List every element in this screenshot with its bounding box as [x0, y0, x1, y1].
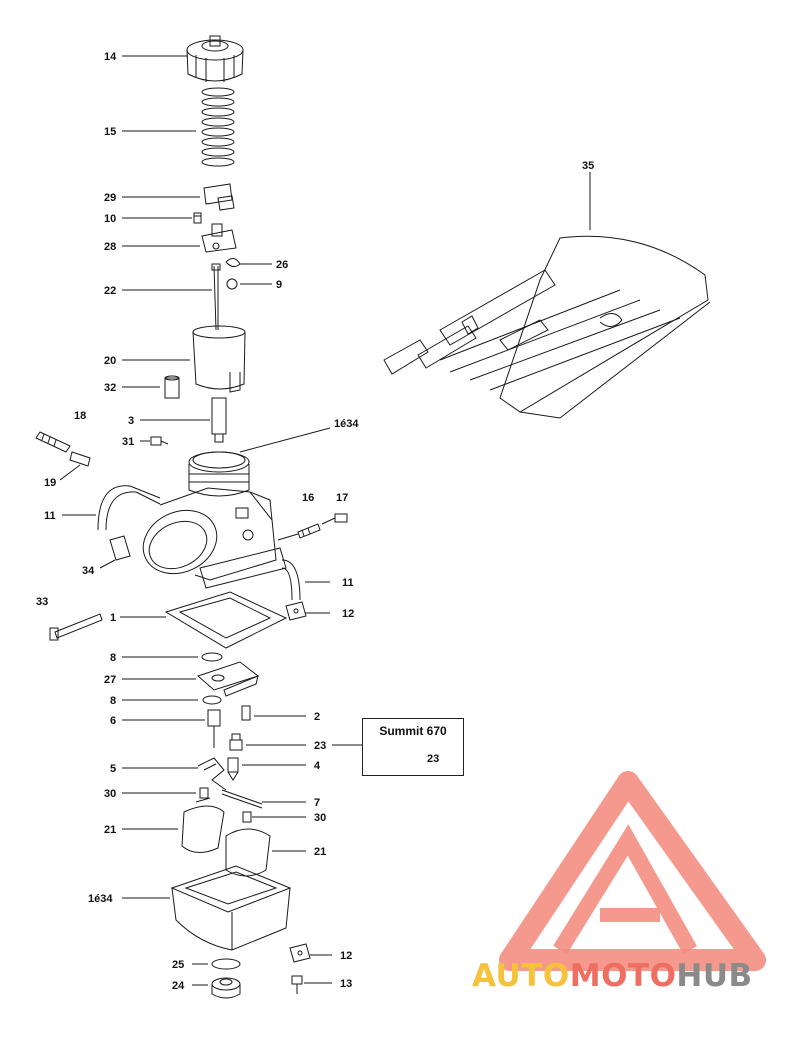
label-part-12-lower: 12 — [340, 950, 353, 962]
label-part-11-right: 11 — [342, 577, 354, 589]
label-part-35: 35 — [582, 160, 595, 172]
label-part-4: 4 — [314, 760, 321, 772]
callout-part-number: 23 — [427, 753, 440, 765]
label-part-9: 9 — [276, 279, 283, 291]
part-4-valve — [227, 757, 239, 781]
label-part-25: 25 — [172, 959, 185, 971]
label-part-21-left: 21 — [104, 824, 117, 836]
part-5-float-arm — [197, 757, 227, 791]
part-11-tube-right — [281, 559, 301, 601]
part-11-tube-left — [97, 485, 161, 531]
leader-lines — [59, 55, 591, 986]
part-20-slide — [192, 325, 246, 393]
part-31-screw — [150, 436, 169, 446]
label-part-10: 10 — [104, 213, 117, 225]
watermark-hub: HUB — [676, 958, 753, 994]
summit-670-callout: Summit 670 23 — [362, 718, 464, 776]
watermark-text: AUTOMOTOHUB — [472, 958, 753, 994]
part-25-gasket — [211, 958, 241, 970]
part-30-screw-right — [242, 811, 252, 823]
label-part-12-upper: 12 — [342, 608, 355, 620]
watermark-auto: AUTO — [472, 958, 570, 994]
part-8-o-ring-upper — [201, 652, 223, 662]
part-7-pin — [221, 789, 263, 809]
part-8-o-ring-lower — [202, 695, 222, 705]
label-part-33: 33 — [36, 596, 49, 608]
part-26-clip — [225, 258, 241, 268]
part-22-needle — [211, 263, 221, 331]
label-part-3: 3 — [128, 415, 135, 427]
label-part-20: 20 — [104, 355, 117, 367]
part-23-jet — [229, 733, 243, 751]
label-part-8-upper: 8 — [110, 652, 117, 664]
carburetor-body — [142, 451, 287, 589]
label-part-22: 22 — [104, 285, 117, 297]
watermark-moto: MOTO — [569, 958, 677, 994]
label-part-16: 16 — [302, 492, 315, 504]
label-part-30-left: 30 — [104, 788, 117, 800]
label-part-30-right: 30 — [314, 812, 327, 824]
part-17-screw — [321, 513, 348, 525]
label-part-21-right: 21 — [314, 846, 327, 858]
part-30-screw-left — [199, 787, 209, 799]
label-part-1e34-bottom: 1é34 — [88, 893, 113, 905]
label-part-1: 1 — [110, 612, 117, 624]
part-12-bracket-lower — [289, 943, 311, 963]
part-9-ring — [226, 278, 238, 290]
label-part-8-lower: 8 — [110, 695, 117, 707]
label-part-5: 5 — [110, 763, 117, 775]
label-part-2: 2 — [314, 711, 321, 723]
part-32-sleeve — [164, 375, 180, 399]
label-part-13: 13 — [340, 978, 353, 990]
part-2-screw — [241, 705, 251, 721]
part-21-float-left — [181, 797, 225, 853]
part-18-screw — [35, 431, 71, 453]
part-12-bracket-upper — [285, 601, 307, 621]
label-part-27: 27 — [104, 674, 117, 686]
label-part-28: 28 — [104, 241, 117, 253]
part-35-tool-kit — [383, 235, 711, 419]
label-part-26: 26 — [276, 259, 289, 271]
part-33-screw — [49, 613, 103, 641]
label-part-24: 24 — [172, 980, 185, 992]
label-part-14: 14 — [104, 51, 117, 63]
part-1-gasket — [164, 591, 288, 649]
label-part-32: 32 — [104, 382, 117, 394]
label-part-34: 34 — [82, 565, 95, 577]
label-part-1e34-top: 1é34 — [334, 418, 359, 430]
part-19-nut — [69, 451, 91, 467]
part-27-plate — [197, 661, 260, 697]
label-part-19: 19 — [44, 477, 57, 489]
part-28-plate — [201, 223, 237, 253]
part-13-screw — [291, 975, 303, 994]
label-part-6: 6 — [110, 715, 117, 727]
part-3-jet-holder — [211, 397, 227, 443]
label-part-31: 31 — [122, 436, 135, 448]
part-10-screw — [193, 212, 202, 224]
part-15-spring — [201, 87, 235, 167]
label-part-18: 18 — [74, 410, 87, 422]
label-part-23: 23 — [314, 740, 327, 752]
label-part-17: 17 — [336, 492, 349, 504]
label-part-29: 29 — [104, 192, 117, 204]
float-bowl — [170, 865, 292, 951]
part-34-sleeve — [109, 535, 131, 561]
watermark-logo-triangle — [499, 771, 766, 971]
part-24-drain-plug — [211, 977, 241, 999]
callout-title: Summit 670 — [379, 724, 447, 738]
label-part-15: 15 — [104, 126, 117, 138]
label-part-11-left: 11 — [44, 510, 56, 522]
part-6-jet — [207, 709, 221, 748]
label-part-7: 7 — [314, 797, 321, 809]
part-14-cap — [186, 35, 244, 82]
part-29-clip — [203, 183, 235, 211]
part-16-screw — [277, 523, 321, 541]
part-21-float-right — [225, 828, 271, 877]
